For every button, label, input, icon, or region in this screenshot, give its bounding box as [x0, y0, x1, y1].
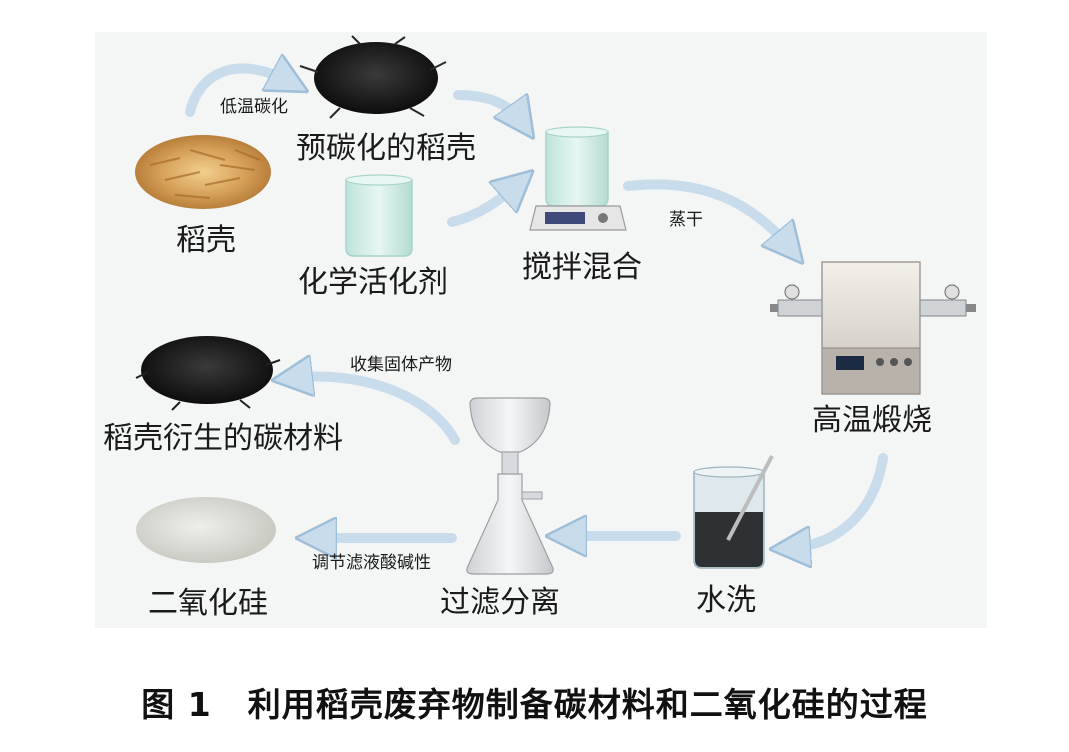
arrow-mixing-to-calcination: [623, 179, 790, 248]
label-collect-solid-product: 收集固体产物: [350, 355, 452, 375]
arrow-husk-to-precarbonized: [185, 68, 290, 117]
furnace-image: [770, 261, 976, 395]
label-adjust-filtrate-alkalinity: 调节滤液酸碱性: [312, 553, 431, 573]
label-evaporate-dry: 蒸干: [669, 210, 703, 230]
figure-number: 图 1: [141, 685, 212, 724]
wash-beaker-image: [693, 455, 774, 569]
figure-caption: 图 1 利用稻壳废弃物制备碳材料和二氧化硅的过程: [0, 678, 1069, 726]
label-silica: 二氧化硅: [148, 586, 268, 621]
precarbonized-husk-image: [299, 35, 447, 119]
arrow-calcination-to-wash: [790, 453, 888, 548]
stirrer-image: [529, 126, 627, 231]
label-precarbonized-husk: 预碳化的稻壳: [296, 131, 476, 166]
label-husk-carbon-material: 稻壳衍生的碳材料: [103, 421, 343, 456]
label-low-temp-carbonization: 低温碳化: [220, 97, 288, 117]
label-rice-husk: 稻壳: [176, 223, 236, 258]
label-high-temp-calcination: 高温煅烧: [812, 403, 932, 438]
filtration-image: [466, 397, 554, 575]
label-chemical-activator: 化学活化剂: [298, 265, 448, 300]
activator-beaker-image: [345, 174, 413, 257]
carbon-material-image: [135, 336, 281, 411]
label-filtration-separation: 过滤分离: [440, 585, 560, 620]
silica-image: [136, 497, 276, 563]
label-stir-mixing: 搅拌混合: [522, 250, 642, 285]
arrows: [185, 68, 888, 548]
figure-title: 利用稻壳废弃物制备碳材料和二氧化硅的过程: [247, 685, 928, 724]
arrow-filtration-to-carbon: [292, 377, 460, 445]
label-water-wash: 水洗: [696, 583, 756, 618]
arrow-activator-to-mixing: [447, 184, 518, 227]
arrow-precarbonized-to-mixing: [453, 90, 522, 122]
rice-husk-image: [135, 135, 271, 209]
